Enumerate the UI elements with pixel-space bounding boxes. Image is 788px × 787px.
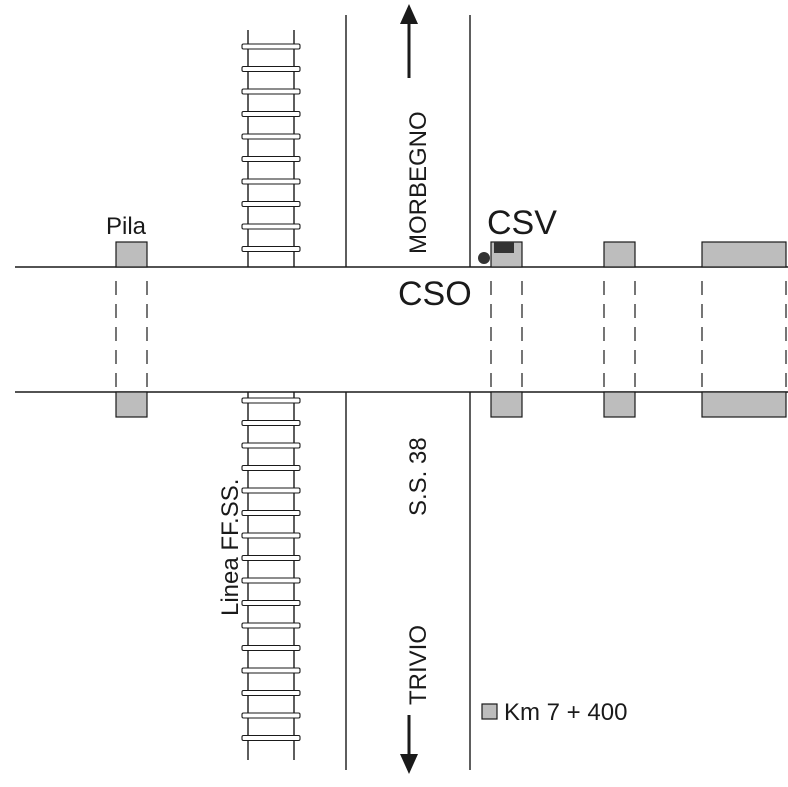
legend: Km 7 + 400 [481,699,627,726]
railway-sleeper [241,397,301,404]
railway-sleeper [241,554,301,562]
railway-sleeper [241,223,301,230]
railway-sleeper [241,245,301,253]
railway-sleeper [241,133,301,140]
railway-sleeper [241,712,301,719]
railway-sleeper [241,509,301,517]
railway-sleeper [241,487,301,494]
railway-sleeper [241,734,301,742]
pier-4-bottom [701,391,787,418]
pier-4-top [701,241,787,268]
railway-sleeper [241,667,301,674]
railway-sleeper [241,689,301,697]
pier-3-bottom [603,391,636,418]
cso-label: CSO [398,275,472,313]
railway-sleeper [241,644,301,652]
railway-sleeper [241,43,301,50]
railway-sleeper [241,110,301,118]
arrow-up-icon [400,4,418,78]
railway-sleeper [241,88,301,95]
cso-sensor-icon [478,252,490,264]
railway-sleeper [241,599,301,607]
morbegno-label: MORBEGNO [405,111,432,254]
railway-sleeper [241,577,301,584]
pila-label: Pila [106,213,147,240]
railway-sleeper [241,464,301,472]
railway-track-upper [241,30,301,267]
railway-sleeper [241,419,301,427]
railway-sleeper [241,155,301,163]
legend-label: Km 7 + 400 [504,699,627,726]
railway-label: Linea FF.SS. [217,479,244,616]
pier-2-bottom [490,391,523,418]
legend-swatch-icon [481,703,498,720]
railway-track-lower [241,392,301,760]
pier-1-top [115,241,148,268]
pier-1-bottom [115,391,148,418]
arrow-down-icon [400,715,418,774]
railway-sleeper [241,442,301,449]
railway-sleeper [241,65,301,73]
road-label: S.S. 38 [405,437,432,516]
railway-sleeper [241,178,301,185]
railway-sleeper [241,622,301,629]
railway-sleeper [241,532,301,539]
railway-sleeper [241,200,301,208]
trivio-label: TRIVIO [405,625,432,705]
hidden-pier-lines [115,281,787,392]
csv-sensor-icon [494,242,514,253]
pier-3-top [603,241,636,268]
csv-label: CSV [487,204,557,242]
